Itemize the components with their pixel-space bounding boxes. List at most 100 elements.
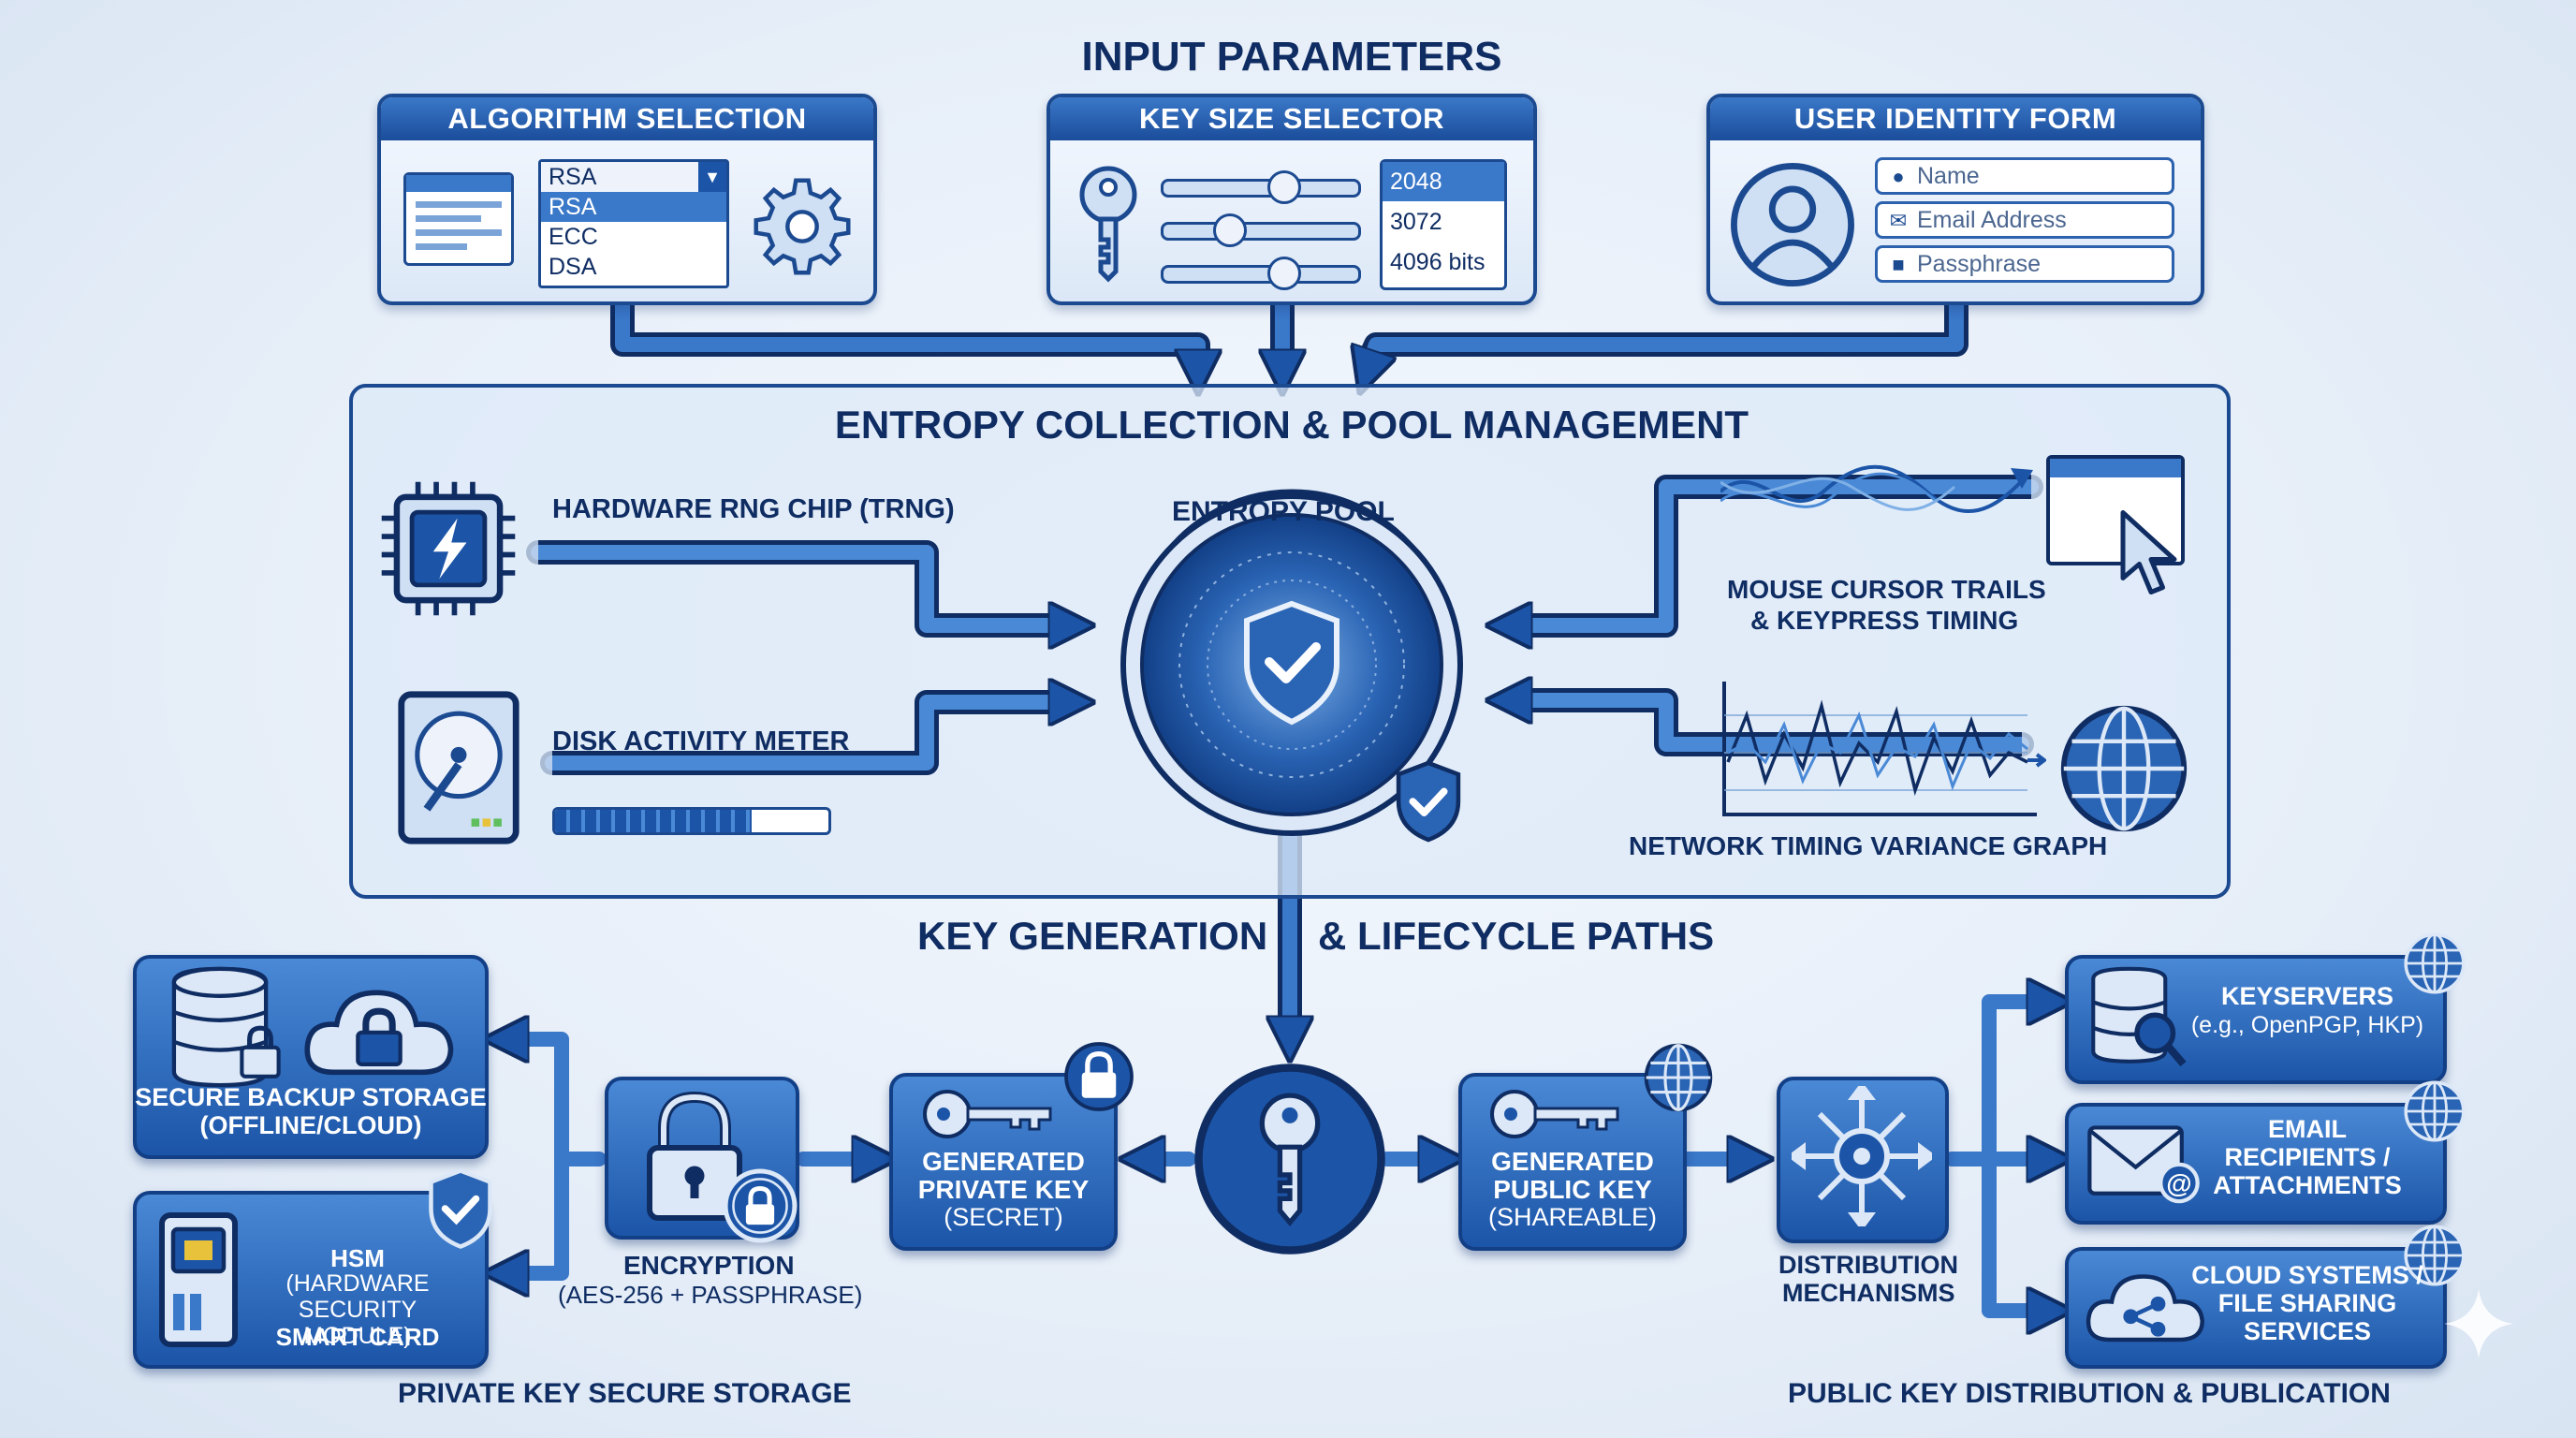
distribution-line1: DISTRIBUTION bbox=[1778, 1251, 1958, 1279]
globe-badge-icon bbox=[1644, 1043, 1713, 1112]
mouse-trails-label-line2: & KEYPRESS TIMING bbox=[1750, 606, 2019, 635]
algorithm-selected-value: RSA bbox=[549, 164, 597, 190]
key-icon bbox=[1079, 166, 1137, 283]
user-avatar-icon bbox=[1731, 163, 1854, 286]
cloud-lock-icon bbox=[304, 990, 454, 1076]
input-parameters-title: INPUT PARAMETERS bbox=[1081, 34, 1502, 80]
shield-check-icon bbox=[1396, 760, 1461, 843]
email-field[interactable]: ✉ Email Address bbox=[1875, 201, 2174, 239]
private-key-line2: PRIVATE KEY bbox=[917, 1175, 1090, 1204]
gear-icon bbox=[754, 178, 851, 275]
key-generation-title: KEY GENERATION bbox=[917, 914, 1268, 958]
public-key-line3: (SHAREABLE) bbox=[1487, 1203, 1658, 1231]
sparkle-icon bbox=[2444, 1289, 2513, 1358]
key-size-option-2048[interactable]: 2048 bbox=[1383, 162, 1504, 201]
public-key-line2: PUBLIC KEY bbox=[1493, 1175, 1652, 1204]
hsm-line2: (HARDWARE bbox=[285, 1270, 430, 1297]
algorithm-selection-header: ALGORITHM SELECTION bbox=[381, 97, 873, 140]
key-size-selector-header: KEY SIZE SELECTOR bbox=[1050, 97, 1533, 140]
user-identity-form-header: USER IDENTITY FORM bbox=[1710, 97, 2201, 140]
algorithm-option-rsa[interactable]: RSA bbox=[541, 192, 726, 222]
key-size-list[interactable]: 2048 3072 4096 bits bbox=[1380, 159, 1507, 290]
user-identity-form-panel: USER IDENTITY FORM ●Name ✉Email Address … bbox=[1706, 94, 2204, 305]
slider-handle[interactable] bbox=[1213, 213, 1247, 247]
email-field-placeholder: Email Address bbox=[1917, 207, 2067, 233]
encryption-sublabel: (AES-256 + PASSPHRASE) bbox=[558, 1281, 863, 1309]
disk-activity-label: DISK ACTIVITY METER bbox=[552, 726, 850, 756]
person-icon: ● bbox=[1892, 165, 1905, 188]
hsm-line4: SMART CARD bbox=[275, 1323, 440, 1351]
cloud-line1: CLOUD SYSTEMS / bbox=[2191, 1261, 2423, 1289]
entropy-pool-label: ENTROPY POOL bbox=[1172, 496, 1395, 527]
passphrase-field[interactable]: ■ Passphrase bbox=[1875, 245, 2174, 283]
cloud-line2: FILE SHARING bbox=[2217, 1289, 2397, 1317]
globe-icon bbox=[2060, 705, 2188, 832]
lifecycle-paths-title: & LIFECYCLE PATHS bbox=[1318, 914, 1715, 958]
hsm-line1: HSM bbox=[330, 1244, 385, 1272]
cloud-share-icon bbox=[2086, 1274, 2205, 1343]
mouse-trails-label-line1: MOUSE CURSOR TRAILS bbox=[1727, 575, 2046, 604]
algorithm-selection-panel: ALGORITHM SELECTION RSA ▼ RSA ECC DSA bbox=[377, 94, 877, 305]
lock-icon: ■ bbox=[1892, 253, 1905, 276]
public-key-line1: GENERATED bbox=[1491, 1147, 1654, 1176]
private-key-line1: GENERATED bbox=[922, 1147, 1085, 1176]
algorithm-option-ecc[interactable]: ECC bbox=[549, 224, 598, 250]
private-key-line3: (SECRET) bbox=[944, 1203, 1063, 1231]
slider-handle[interactable] bbox=[1267, 170, 1301, 204]
key-size-selector-panel: KEY SIZE SELECTOR 2048 3072 4096 bits bbox=[1046, 94, 1537, 305]
cloud-line3: SERVICES bbox=[2243, 1317, 2372, 1345]
backup-line2: (OFFLINE/CLOUD) bbox=[199, 1111, 422, 1139]
encryption-label: ENCRYPTION bbox=[623, 1251, 795, 1280]
network-variance-graph bbox=[1722, 682, 2046, 816]
email-line1: EMAIL bbox=[2268, 1115, 2347, 1143]
chevron-down-icon[interactable]: ▼ bbox=[698, 162, 726, 192]
private-key-storage-label: PRIVATE KEY SECURE STORAGE bbox=[398, 1378, 852, 1409]
hsm-shield-icon bbox=[429, 1168, 492, 1249]
chip-icon bbox=[381, 481, 516, 616]
public-key-icon bbox=[1490, 1090, 1619, 1138]
key-size-option-3072[interactable]: 3072 bbox=[1390, 209, 1442, 235]
lock-seal-icon bbox=[723, 1168, 798, 1243]
algorithm-dropdown-selected[interactable]: RSA ▼ bbox=[541, 162, 726, 192]
hardware-rng-label: HARDWARE RNG CHIP (TRNG) bbox=[552, 494, 955, 524]
slider-track[interactable] bbox=[1161, 179, 1361, 198]
slider-handle[interactable] bbox=[1267, 257, 1301, 290]
cloud-globe-icon bbox=[2404, 1225, 2466, 1286]
slider-track[interactable] bbox=[1161, 222, 1361, 241]
smart-card-icon bbox=[159, 1212, 238, 1347]
hsm-line3: SECURITY MODULE) bbox=[298, 1297, 417, 1349]
key-size-option-4096[interactable]: 4096 bits bbox=[1390, 249, 1486, 275]
keyservers-line1: KEYSERVERS bbox=[2220, 982, 2394, 1010]
distribution-line2: MECHANISMS bbox=[1782, 1279, 1955, 1307]
algorithm-option-dsa[interactable]: DSA bbox=[549, 254, 597, 280]
passphrase-field-placeholder: Passphrase bbox=[1917, 251, 2042, 277]
lock-badge-icon bbox=[1064, 1042, 1134, 1111]
email-line2: RECIPIENTS / bbox=[2224, 1143, 2391, 1171]
mouse-trail-waves bbox=[1720, 464, 2033, 513]
disk-activity-bar bbox=[552, 807, 831, 835]
broadcast-icon bbox=[1792, 1086, 1932, 1226]
public-distribution-label: PUBLIC KEY DISTRIBUTION & PUBLICATION bbox=[1788, 1378, 2391, 1409]
algorithm-dropdown[interactable]: RSA ▼ RSA ECC DSA bbox=[538, 159, 729, 288]
master-key-node bbox=[1194, 1064, 1385, 1255]
network-timing-label: NETWORK TIMING VARIANCE GRAPH bbox=[1629, 831, 2108, 860]
backup-line1: SECURE BACKUP STORAGE bbox=[135, 1083, 487, 1111]
svg-text:@: @ bbox=[2166, 1168, 2191, 1197]
name-field-placeholder: Name bbox=[1917, 163, 1980, 189]
entropy-pool bbox=[1120, 489, 1463, 836]
keyservers-line2: (e.g., OpenPGP, HKP) bbox=[2190, 1012, 2424, 1038]
disk-activity-fill bbox=[555, 810, 753, 832]
hard-disk-icon bbox=[398, 691, 520, 844]
cursor-icon bbox=[2120, 510, 2177, 594]
email-globe-icon bbox=[2404, 1080, 2466, 1142]
slider-track[interactable] bbox=[1161, 265, 1361, 284]
email-line3: ATTACHMENTS bbox=[2213, 1171, 2402, 1199]
keyservers-globe-icon bbox=[2404, 932, 2466, 994]
window-icon bbox=[403, 172, 514, 266]
envelope-icon: ✉ bbox=[1889, 209, 1908, 232]
small-lock-icon bbox=[240, 1025, 281, 1078]
email-icon: @ bbox=[2087, 1125, 2200, 1204]
private-key-icon bbox=[923, 1090, 1052, 1138]
server-search-icon bbox=[2091, 966, 2187, 1067]
name-field[interactable]: ● Name bbox=[1875, 157, 2174, 195]
